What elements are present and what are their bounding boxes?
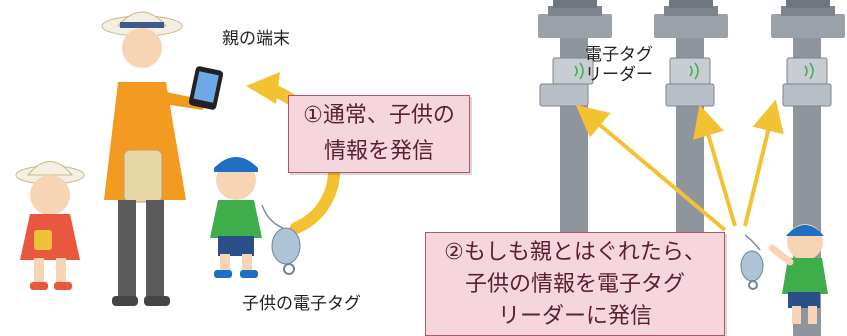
lost-boy-figure <box>768 224 828 324</box>
arrow-to-left-reader <box>575 104 727 232</box>
reader-label: 電子タグ リーダー <box>585 45 653 85</box>
curved-arrow-head <box>246 72 280 104</box>
normal-callout-line2: 情報を発信 <box>323 139 434 164</box>
separated-callout-line2: 子供の情報を電子タグ <box>464 272 685 297</box>
normal-callout: ①通常、子供の 情報を発信 <box>288 95 470 173</box>
lost-boy-tag-icon <box>740 234 764 290</box>
separated-callout-line1: ②もしも親とはぐれたら、 <box>444 240 706 265</box>
parent-figure <box>101 11 205 306</box>
parent-device-label: 親の端末 <box>222 29 290 49</box>
electronic-tag-icon <box>261 204 301 275</box>
reader-label-line1: 電子タグ <box>585 45 653 65</box>
normal-callout-line1: ①通常、子供の <box>303 103 455 128</box>
boy-figure <box>210 157 262 278</box>
arrow-to-right-reader <box>743 99 784 227</box>
separated-callout: ②もしも親とはぐれたら、 子供の情報を電子タグ リーダーに発信 <box>425 232 725 336</box>
separated-callout-line3: リーダーに発信 <box>497 304 652 329</box>
phone-icon <box>188 66 224 110</box>
arrow-to-middle-reader <box>693 104 737 227</box>
child-tag-label: 子供の電子タグ <box>242 294 361 314</box>
reader-label-line2: リーダー <box>585 64 653 85</box>
signal-arrows <box>575 99 784 232</box>
girl-figure <box>15 161 85 290</box>
